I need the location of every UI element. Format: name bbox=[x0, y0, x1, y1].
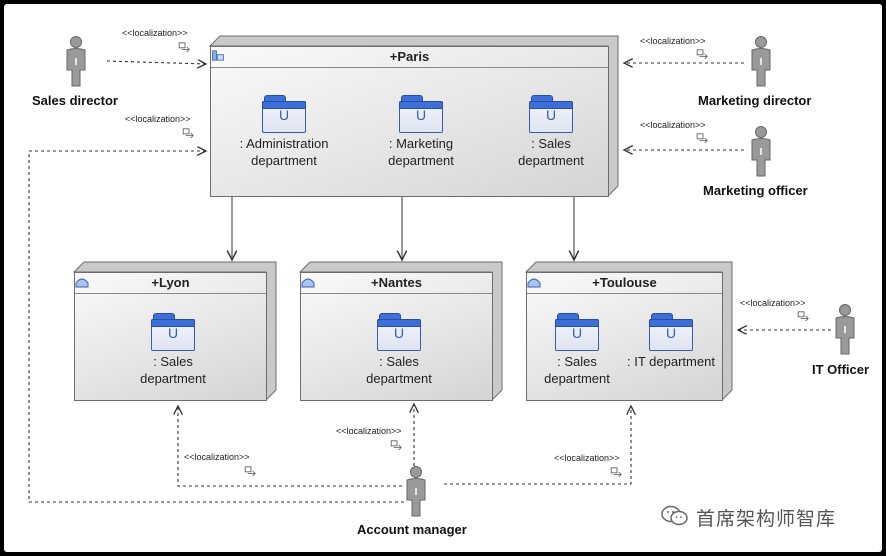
component-sales-department[interactable]: U : Sales department bbox=[125, 313, 221, 387]
component-label: : Sales department bbox=[140, 354, 206, 386]
component-label: : Sales department bbox=[544, 354, 610, 386]
nantes-node[interactable]: +Nantes U : Sales department bbox=[300, 272, 493, 401]
svg-text:I: I bbox=[844, 325, 847, 336]
actor-it-officer[interactable]: I bbox=[833, 304, 857, 356]
dependency-icon bbox=[390, 440, 402, 450]
server-icon bbox=[212, 50, 224, 61]
toulouse-node[interactable]: +Toulouse U : Sales department U : IT de… bbox=[526, 272, 723, 401]
component-it-department[interactable]: U : IT department bbox=[627, 313, 715, 370]
dependency-icon bbox=[182, 128, 194, 138]
component-icon: U bbox=[649, 313, 693, 351]
actor-label: IT Officer bbox=[812, 362, 870, 377]
dependency-icon bbox=[797, 311, 809, 321]
component-label: : Marketing department bbox=[388, 136, 454, 168]
svg-text:I: I bbox=[415, 487, 418, 498]
actor-label: Marketing director bbox=[698, 93, 812, 108]
actor-icon: I bbox=[835, 304, 855, 355]
component-sales-department[interactable]: U : Sales department bbox=[351, 313, 447, 387]
stereotype-label: <<localization>> bbox=[640, 120, 706, 130]
node-dome-icon bbox=[75, 278, 89, 288]
edge-account-manager-lyon bbox=[178, 406, 402, 487]
stereotype-label: <<localization>> bbox=[125, 114, 191, 124]
actor-label: Account manager bbox=[357, 522, 467, 537]
dependency-icon bbox=[696, 49, 708, 59]
component-label: : Sales department bbox=[366, 354, 432, 386]
edge-account-manager-paris bbox=[28, 151, 404, 503]
edge-sales-director-paris bbox=[106, 61, 206, 64]
actor-label: Marketing officer bbox=[703, 183, 808, 198]
actor-icon: I bbox=[406, 466, 426, 517]
component-icon: U bbox=[262, 95, 306, 133]
stereotype-label: <<localization>> bbox=[554, 453, 620, 463]
component-administration-department[interactable]: U : Administration department bbox=[229, 95, 339, 169]
stereotype-label: <<localization>> bbox=[184, 452, 250, 462]
stereotype-label: <<localization>> bbox=[740, 298, 806, 308]
component-icon: U bbox=[151, 313, 195, 351]
actor-sales-director[interactable]: I bbox=[64, 36, 88, 88]
actor-icon: I bbox=[751, 126, 771, 177]
svg-text:I: I bbox=[760, 147, 763, 158]
wechat-icon bbox=[661, 505, 688, 526]
paris-node[interactable]: +Paris U : Administration department U :… bbox=[210, 46, 609, 197]
nantes-node-title: +Nantes bbox=[301, 273, 492, 294]
dependency-icon bbox=[244, 466, 256, 476]
component-sales-department[interactable]: U : Sales department bbox=[511, 95, 591, 169]
actor-label: Sales director bbox=[32, 93, 118, 108]
component-label: : Administration department bbox=[239, 136, 329, 168]
actor-account-manager[interactable]: I bbox=[404, 466, 428, 518]
edge-account-manager-toulouse bbox=[444, 406, 631, 485]
component-icon: U bbox=[377, 313, 421, 351]
component-marketing-department[interactable]: U : Marketing department bbox=[371, 95, 471, 169]
diagram-canvas: +Paris U : Administration department U :… bbox=[4, 4, 882, 552]
dependency-icon bbox=[696, 133, 708, 143]
stereotype-label: <<localization>> bbox=[336, 426, 402, 436]
component-icon: U bbox=[399, 95, 443, 133]
component-icon: U bbox=[555, 313, 599, 351]
paris-node-title: +Paris bbox=[211, 47, 608, 68]
component-icon: U bbox=[529, 95, 573, 133]
toulouse-node-title: +Toulouse bbox=[527, 273, 722, 294]
actor-icon: I bbox=[66, 36, 86, 87]
node-dome-icon bbox=[527, 278, 541, 288]
actor-icon: I bbox=[751, 36, 771, 87]
lyon-node[interactable]: +Lyon U : Sales department bbox=[74, 272, 267, 401]
stereotype-label: <<localization>> bbox=[640, 36, 706, 46]
actor-marketing-director[interactable]: I bbox=[749, 36, 773, 88]
component-label: : IT department bbox=[627, 354, 715, 369]
svg-text:I: I bbox=[760, 57, 763, 68]
component-sales-department[interactable]: U : Sales department bbox=[533, 313, 621, 387]
actor-marketing-officer[interactable]: I bbox=[749, 126, 773, 178]
node-dome-icon bbox=[301, 278, 315, 288]
svg-text:I: I bbox=[75, 57, 78, 68]
lyon-node-title: +Lyon bbox=[75, 273, 266, 294]
stereotype-label: <<localization>> bbox=[122, 28, 188, 38]
dependency-icon bbox=[178, 42, 190, 52]
dependency-icon bbox=[610, 467, 622, 477]
watermark-text: 首席架构师智库 bbox=[696, 509, 837, 530]
component-label: : Sales department bbox=[518, 136, 584, 168]
